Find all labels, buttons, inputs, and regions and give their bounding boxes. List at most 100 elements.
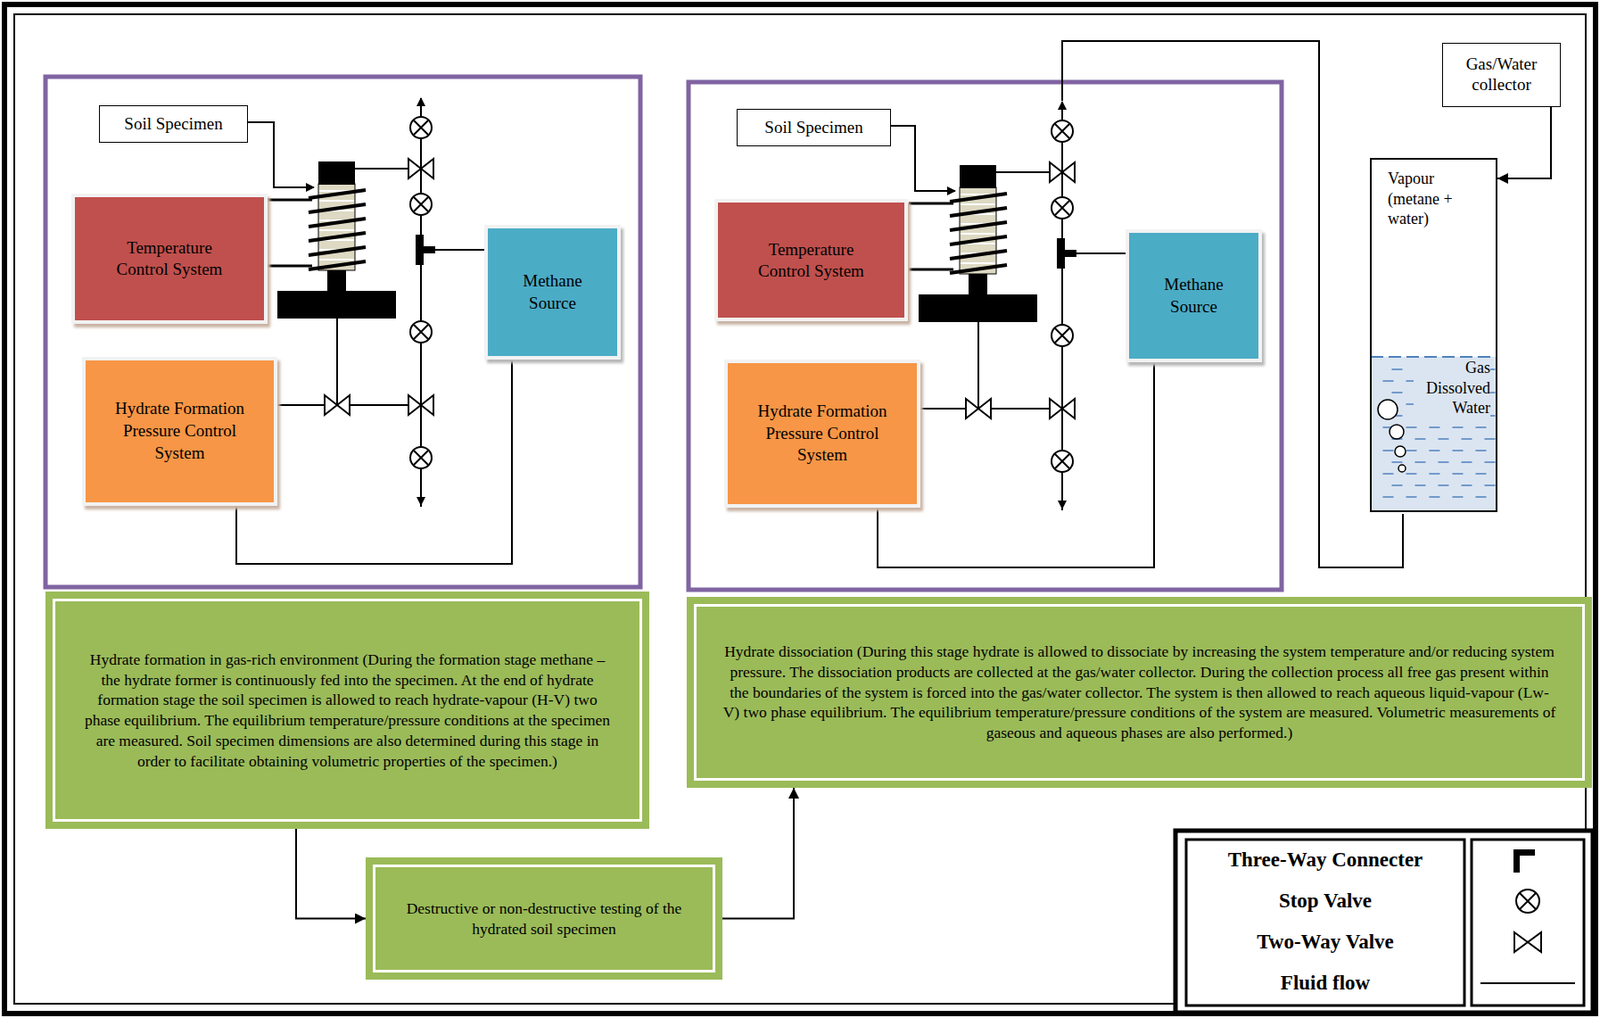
- water-dash: [1414, 437, 1426, 440]
- formation-panel: [45, 76, 641, 587]
- stage-box: Destructive or non-destructive testing o…: [365, 857, 723, 980]
- three-way-connector: [1056, 238, 1065, 269]
- cell-stem: [968, 271, 988, 297]
- water-dash: [1437, 437, 1449, 440]
- water-dash: [1451, 495, 1463, 498]
- water-dash: [1475, 426, 1486, 429]
- stop-valve: [410, 446, 432, 469]
- coil-winding: [308, 189, 366, 198]
- water-dash: [1437, 484, 1449, 487]
- legend-frame: [1175, 830, 1593, 1013]
- cell-base: [918, 294, 1038, 322]
- water-dash: [1460, 437, 1472, 440]
- legend-text: Three-Way Connecter: [1228, 848, 1424, 872]
- coil-winding: [308, 247, 366, 256]
- coil-winding: [949, 222, 1007, 231]
- stop-valve: [1055, 328, 1070, 343]
- methane-source: Methane Source: [1125, 229, 1262, 363]
- flow-connector: [722, 787, 794, 919]
- cell-stripe: [960, 203, 996, 206]
- stop-valve: [413, 120, 429, 135]
- apparatus: [889, 101, 1126, 511]
- node-text: Temperature Control System: [749, 239, 874, 282]
- three-way-connector: [1063, 249, 1077, 257]
- cell-base: [277, 290, 396, 319]
- water-dash: [1405, 426, 1417, 429]
- coil-winding: [949, 236, 1007, 245]
- two-way-valve: [1049, 398, 1075, 419]
- legend-text: Fluid flow: [1280, 971, 1370, 995]
- stop-valve: [1051, 120, 1073, 142]
- water-dash: [1391, 391, 1403, 394]
- water-dash: [1391, 461, 1403, 463]
- label-box: Soil Specimen: [98, 105, 248, 143]
- coil-winding: [308, 232, 366, 241]
- water-dash: [1428, 426, 1440, 429]
- node-text: Gas/Water collector: [1451, 54, 1551, 96]
- legend-text-frame: [1186, 839, 1465, 1006]
- water-dash: [1428, 449, 1440, 452]
- legend-symbols: [1480, 849, 1576, 983]
- water-dash: [1428, 472, 1440, 475]
- node-text: Soil Specimen: [123, 114, 223, 135]
- coil-winding: [308, 204, 366, 213]
- node-text: Temperature Control System: [106, 237, 233, 281]
- node-text: Hydrate Formation Pressure Control Syste…: [107, 397, 252, 464]
- legend-text: Two-Way Valve: [1256, 930, 1394, 954]
- stop-valve: [413, 450, 429, 465]
- node-text: Hydrate dissociation (During this stage …: [722, 641, 1557, 743]
- water-dash: [1437, 461, 1449, 463]
- two-way-valve: [408, 395, 434, 415]
- stop-valve: [410, 321, 432, 343]
- stop-valve: [1055, 123, 1070, 139]
- pipe: [336, 318, 339, 405]
- water-dash: [1428, 495, 1440, 498]
- cell-stripe: [319, 258, 355, 261]
- two-way-valve: [324, 395, 350, 415]
- cell-cap: [959, 164, 997, 189]
- label-box: Soil Specimen: [736, 108, 891, 147]
- stop-valve: [1055, 453, 1070, 469]
- temperature-control: Temperature Control System: [714, 198, 908, 322]
- pipe: [1069, 252, 1126, 255]
- pipe: [977, 321, 980, 409]
- pipe: [1061, 101, 1064, 511]
- cell-stripe: [960, 232, 996, 235]
- water-dash: [1382, 449, 1394, 452]
- pipe: [354, 167, 411, 170]
- flow-connector: [1497, 107, 1551, 179]
- cell-stripe: [319, 229, 355, 231]
- water-dash: [1475, 495, 1486, 498]
- stop-valve: [1055, 200, 1070, 215]
- water: [1370, 356, 1497, 512]
- cell-stem: [327, 267, 347, 293]
- water-dash: [1484, 484, 1495, 487]
- cell-stripe: [319, 199, 355, 202]
- water-dash: [1382, 472, 1394, 475]
- coil-lead: [908, 202, 954, 206]
- node-text: Soil Specimen: [764, 117, 863, 139]
- coil-winding: [949, 207, 1007, 216]
- coil-winding: [949, 193, 1007, 202]
- water-dash: [1451, 426, 1463, 429]
- three-way-connector: [415, 234, 424, 265]
- legend-symbol-frame: [1471, 839, 1584, 1006]
- legend-text: Stop Valve: [1278, 889, 1372, 913]
- coil-lead: [908, 268, 954, 272]
- node-text: Gas Dissolved Water: [1413, 357, 1491, 419]
- water-dash: [1405, 495, 1417, 498]
- water-dash: [1484, 437, 1495, 440]
- stop-valve: [1051, 450, 1073, 472]
- pipe: [420, 98, 422, 507]
- gas-line: [1062, 41, 1403, 568]
- coil-lead: [267, 264, 313, 268]
- cell-stripe: [960, 262, 996, 264]
- water-dash: [1414, 484, 1426, 487]
- three-way-connector: [422, 246, 436, 254]
- water-dash: [1475, 449, 1486, 452]
- outer-border: [4, 4, 1596, 1014]
- methane-source: Methane Source: [484, 224, 621, 360]
- node-text: Methane Source: [514, 270, 591, 314]
- cell-cap: [318, 161, 355, 185]
- water-dash: [1460, 484, 1472, 487]
